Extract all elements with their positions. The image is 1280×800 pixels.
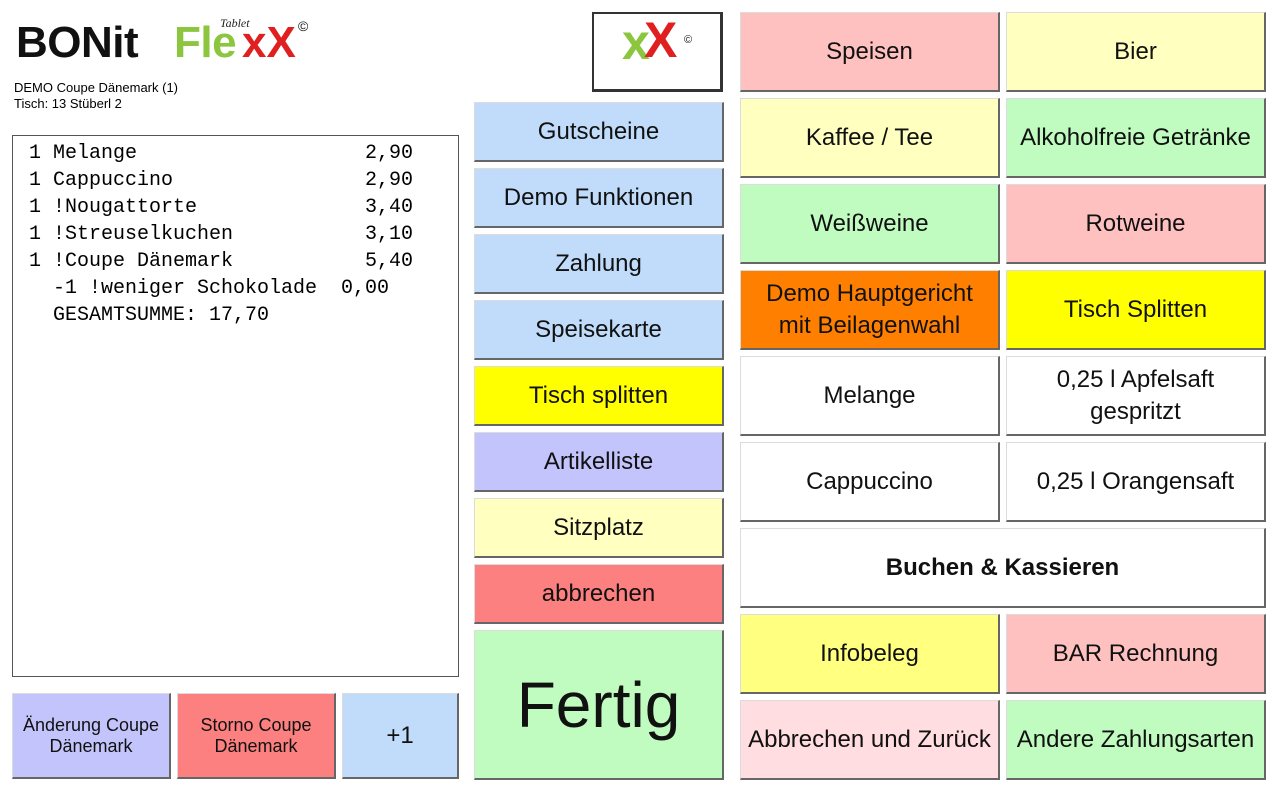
receipt-panel[interactable]: 1 Melange 2,90 1 Cappuccino 2,90 1 !Noug…	[12, 135, 459, 677]
buchen-kassieren-button[interactable]: Buchen & Kassieren	[740, 528, 1266, 608]
item-orangensaft[interactable]: 0,25 l Orangensaft	[1006, 442, 1266, 522]
category-alkoholfreie-getraenke[interactable]: Alkoholfreie Getränke	[1006, 98, 1266, 178]
abbrechen-button[interactable]: abbrechen	[474, 564, 724, 624]
receipt-lines: 1 Melange 2,90 1 Cappuccino 2,90 1 !Noug…	[13, 136, 458, 329]
receipt-line: -1 !weniger Schokolade 0,00	[29, 277, 390, 300]
receipt-line: 1 !Nougattorte 3,40	[29, 196, 414, 219]
table-info: Tisch: 13 Stüberl 2	[14, 96, 122, 111]
category-kaffee-tee[interactable]: Kaffee / Tee	[740, 98, 1000, 178]
category-bier[interactable]: Bier	[1006, 12, 1266, 92]
flexx-logo-copyright: ©	[684, 34, 693, 46]
flexx-logo-button[interactable]: x X ©	[592, 12, 723, 92]
bar-rechnung-button[interactable]: BAR Rechnung	[1006, 614, 1266, 694]
receipt-line: GESAMTSUMME: 17,70	[29, 304, 270, 327]
change-item-button[interactable]: Änderung Coupe Dänemark	[12, 693, 171, 779]
demo-hauptgericht-button[interactable]: Demo Hauptgericht mit Beilagenwahl	[740, 270, 1000, 350]
item-melange[interactable]: Melange	[740, 356, 1000, 436]
item-apfelsaft-gespritzt[interactable]: 0,25 l Apfelsaft gespritzt	[1006, 356, 1266, 436]
category-speisen[interactable]: Speisen	[740, 12, 1000, 92]
logo-tablet: Tablet	[220, 16, 250, 30]
logo-xx: xX	[242, 18, 296, 67]
category-weissweine[interactable]: Weißweine	[740, 184, 1000, 264]
artikelliste-button[interactable]: Artikelliste	[474, 432, 724, 492]
plus-one-button[interactable]: +1	[342, 693, 459, 779]
flexx-logo-x2: X	[644, 12, 678, 68]
gutscheine-button[interactable]: Gutscheine	[474, 102, 724, 162]
receipt-line: 1 !Coupe Dänemark 5,40	[29, 250, 414, 273]
receipt-line: 1 Melange 2,90	[29, 142, 414, 165]
item-cappuccino[interactable]: Cappuccino	[740, 442, 1000, 522]
app-logo: BONit Fle xX Tablet ©	[16, 14, 316, 74]
fertig-button[interactable]: Fertig	[474, 630, 724, 780]
logo-copyright: ©	[298, 18, 309, 34]
andere-zahlungsarten-button[interactable]: Andere Zahlungsarten	[1006, 700, 1266, 780]
receipt-line: 1 !Streuselkuchen 3,10	[29, 223, 414, 246]
speisekarte-button[interactable]: Speisekarte	[474, 300, 724, 360]
abbrechen-zurueck-button[interactable]: Abbrechen und Zurück	[740, 700, 1000, 780]
receipt-line: 1 Cappuccino 2,90	[29, 169, 414, 192]
tisch-splitten-right-button[interactable]: Tisch Splitten	[1006, 270, 1266, 350]
zahlung-button[interactable]: Zahlung	[474, 234, 724, 294]
logo-flex: Fle	[174, 18, 237, 67]
category-rotweine[interactable]: Rotweine	[1006, 184, 1266, 264]
order-title: DEMO Coupe Dänemark (1)	[14, 80, 178, 95]
tisch-splitten-button[interactable]: Tisch splitten	[474, 366, 724, 426]
sitzplatz-button[interactable]: Sitzplatz	[474, 498, 724, 558]
demo-funktionen-button[interactable]: Demo Funktionen	[474, 168, 724, 228]
logo-brand: BONit	[16, 18, 139, 67]
storno-item-button[interactable]: Storno Coupe Dänemark	[177, 693, 336, 779]
infobeleg-button[interactable]: Infobeleg	[740, 614, 1000, 694]
